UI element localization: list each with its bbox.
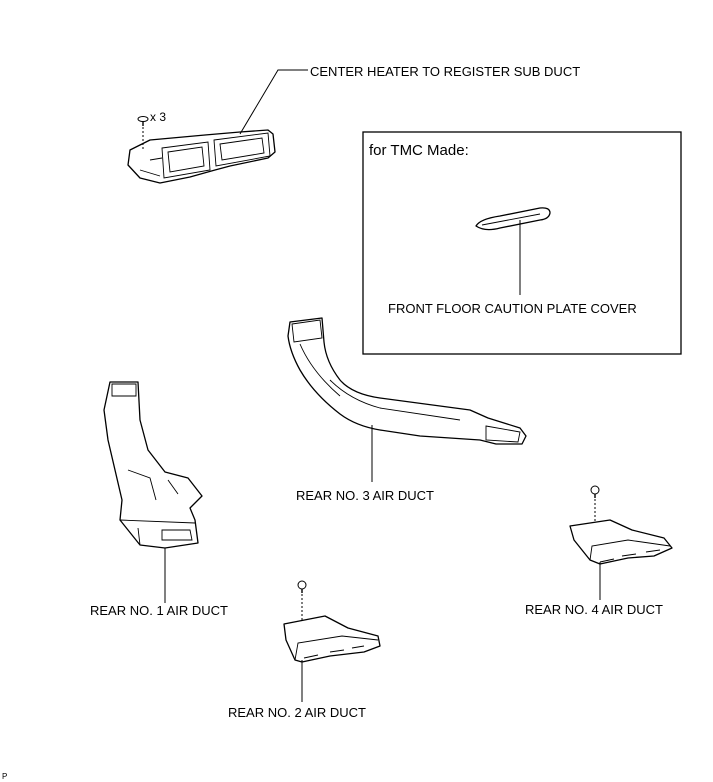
illustration-code: P (2, 772, 7, 781)
center-heater-leader (239, 69, 308, 135)
center-heater-duct (127, 129, 276, 184)
front-floor-cover-part (475, 207, 551, 231)
front-floor-label: FRONT FLOOR CAUTION PLATE COVER (388, 301, 637, 316)
center-heater-label: CENTER HEATER TO REGISTER SUB DUCT (310, 64, 580, 79)
tmc-inset-box (362, 131, 682, 355)
rear-no3-duct (287, 317, 527, 445)
rear2-label: REAR NO. 2 AIR DUCT (228, 705, 366, 720)
rear-no4-duct (569, 519, 673, 565)
rear-no2-duct (283, 615, 381, 663)
tmc-inset-title: for TMC Made: (369, 142, 469, 159)
rear4-label: REAR NO. 4 AIR DUCT (525, 602, 663, 617)
screw-quantity: x 3 (150, 110, 166, 124)
screw-icon (137, 116, 149, 150)
rear-no1-duct (103, 381, 203, 549)
rear1-label: REAR NO. 1 AIR DUCT (90, 603, 228, 618)
bolt-icon-rear2 (297, 580, 307, 620)
bolt-icon-rear4 (590, 485, 600, 522)
rear3-label: REAR NO. 3 AIR DUCT (296, 488, 434, 503)
